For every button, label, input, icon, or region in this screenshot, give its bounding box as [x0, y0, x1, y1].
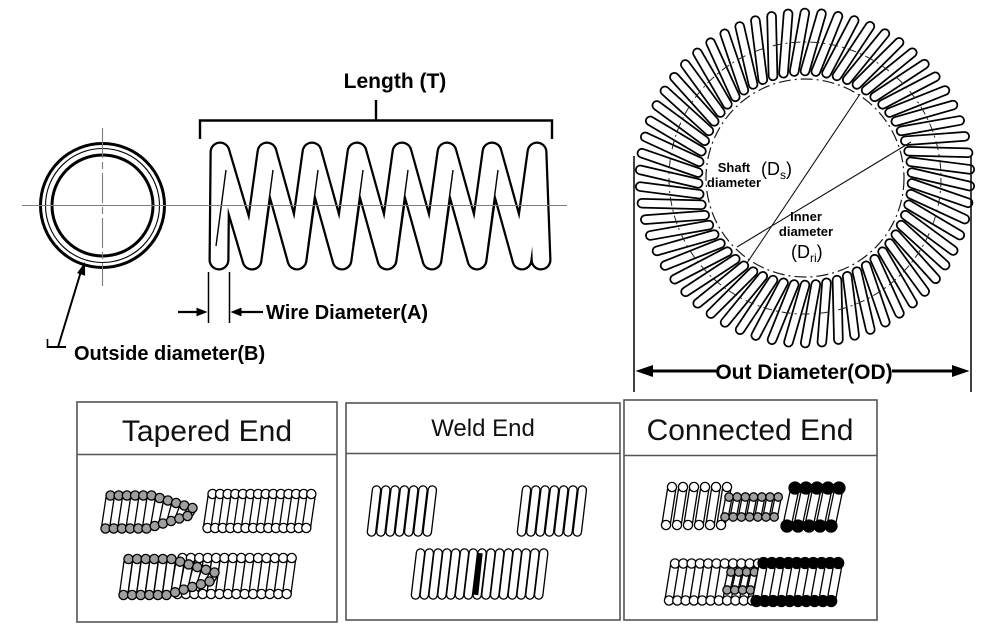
panel-tapered-end [76, 401, 338, 623]
wire-diameter-label: Wire Diameter(A) [266, 302, 428, 324]
end-type-illustrations [100, 481, 846, 608]
garter-coil-ring [634, 7, 976, 349]
weld-joint-bar [472, 552, 483, 596]
length-dimension-bracket [198, 119, 554, 139]
end-type-panels: Tapered End Weld End Connected End [76, 399, 878, 623]
panel-weld-end [345, 402, 621, 621]
spring-coil-wire [208, 141, 552, 271]
shaft-diameter-line [746, 93, 861, 264]
inner-diameter-label-line1: Inner [790, 209, 822, 224]
shaft-diameter-label-line2: diameter [707, 175, 761, 190]
inner-diameter-label-line2: diameter [779, 224, 833, 239]
wire-arrow-left-head [196, 307, 208, 317]
outside-diameter-label: Outside diameter(B) [74, 343, 265, 365]
out-diameter-label: Out Diameter(OD) [715, 361, 892, 384]
od-arrow-right-head [952, 365, 970, 377]
shaft-diameter-symbol: (Ds) [761, 159, 792, 182]
panel-title-connected-end: Connected End [647, 414, 854, 447]
inner-dashdot-circle [705, 78, 905, 278]
inner-diameter-symbol: (Dri) [791, 242, 823, 265]
panel-connected-end [623, 399, 878, 621]
spring-side-view [178, 100, 554, 323]
leader-arrow-head [77, 262, 86, 276]
garter-spring-view [633, 7, 976, 392]
leader-line [57, 267, 83, 348]
coil-pitch-dashdot-circle [668, 41, 942, 315]
shaft-diameter-label-line1: Shaft [718, 160, 751, 175]
length-label: Length (T) [344, 70, 447, 93]
panel-title-tapered-end: Tapered End [122, 415, 292, 448]
inner-diameter-line [736, 141, 912, 248]
panel-title-weld-end: Weld End [431, 415, 535, 442]
wire-arrow-right-head [230, 307, 242, 317]
od-arrow-left-head [635, 365, 653, 377]
